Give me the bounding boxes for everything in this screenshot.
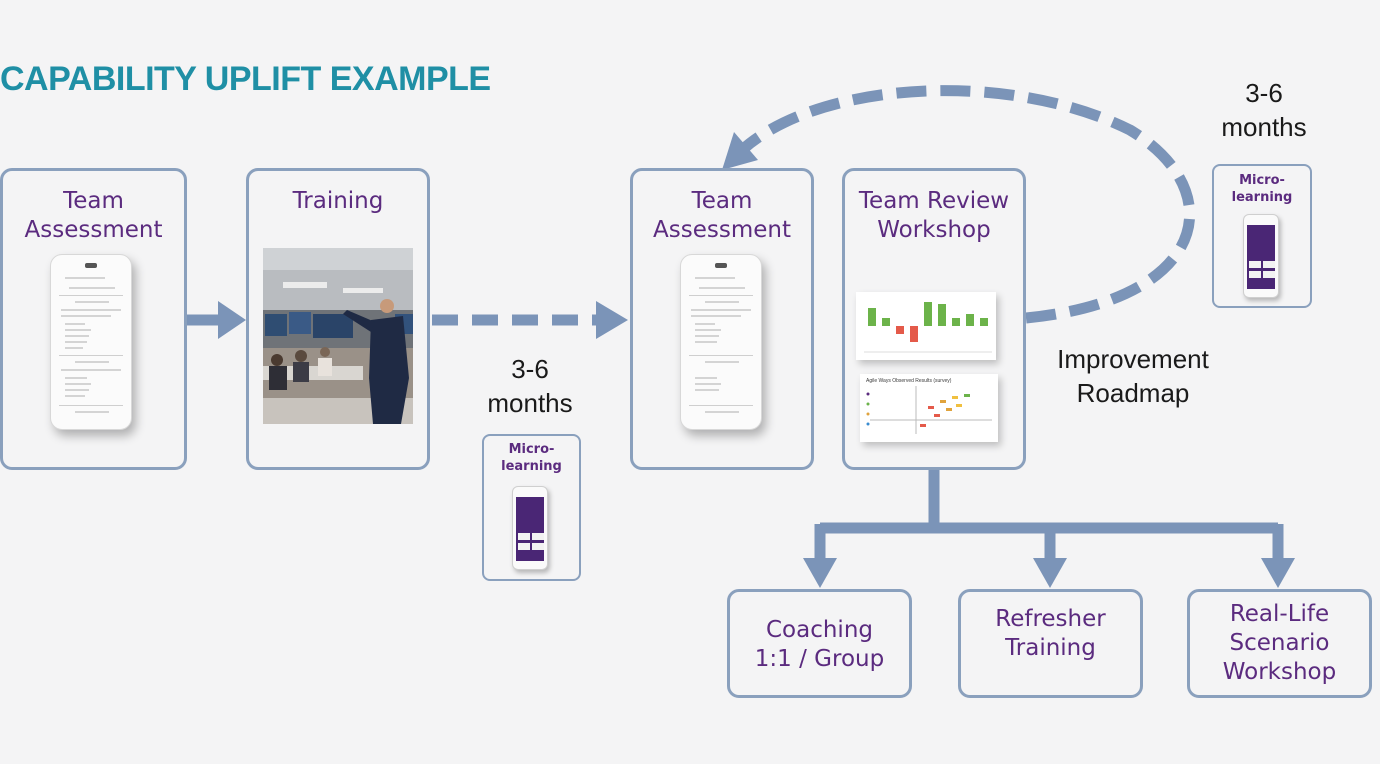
assessment-phone-image	[50, 254, 132, 430]
arrowhead-coaching	[803, 558, 837, 588]
outcome-real-life-scenario-workshop: Real-Life Scenario Workshop	[1187, 589, 1372, 698]
stage-title: Training	[292, 188, 384, 214]
improvement-roadmap-label: Improvement Roadmap	[1057, 344, 1209, 408]
microlearning-label: Micro- learning	[501, 442, 562, 474]
stage-title: Team Assessment	[653, 188, 791, 243]
arrowhead-training	[218, 301, 246, 339]
outcome-label: Coaching 1:1 / Group	[754, 617, 885, 672]
stage-title: Team Assessment	[24, 188, 163, 243]
microlearning-phone-image	[512, 486, 548, 570]
report-scatter-chart-image: Agile Ways Observed Results (survey)	[860, 374, 998, 442]
outcome-label: Real-Life Scenario Workshop	[1222, 601, 1337, 685]
arrowhead-loop	[722, 132, 758, 170]
report-bar-chart-image	[856, 292, 996, 360]
assessment-phone-image	[680, 254, 762, 430]
interval-label-2: 3-6 months	[1221, 78, 1307, 142]
microlearning-label: Micro- learning	[1231, 173, 1293, 205]
arrowhead-real-life	[1261, 558, 1295, 588]
report-caption: Agile Ways Observed Results (survey)	[866, 378, 952, 384]
arrowhead-assessment-2	[596, 301, 628, 339]
arrowhead-refresher	[1033, 558, 1067, 588]
page-title: CAPABILITY UPLIFT EXAMPLE	[0, 60, 491, 98]
outcome-label: Refresher Training	[995, 606, 1106, 661]
outcome-coaching: Coaching 1:1 / Group	[727, 589, 912, 698]
outcome-refresher-training: Refresher Training	[958, 589, 1143, 698]
training-room-photo	[263, 248, 413, 424]
microlearning-phone-image	[1243, 214, 1279, 298]
stage-title: Team Review Workshop	[858, 188, 1010, 243]
arrow-roadmap-loop	[738, 85, 1196, 324]
interval-label-1: 3-6 months	[487, 354, 573, 418]
